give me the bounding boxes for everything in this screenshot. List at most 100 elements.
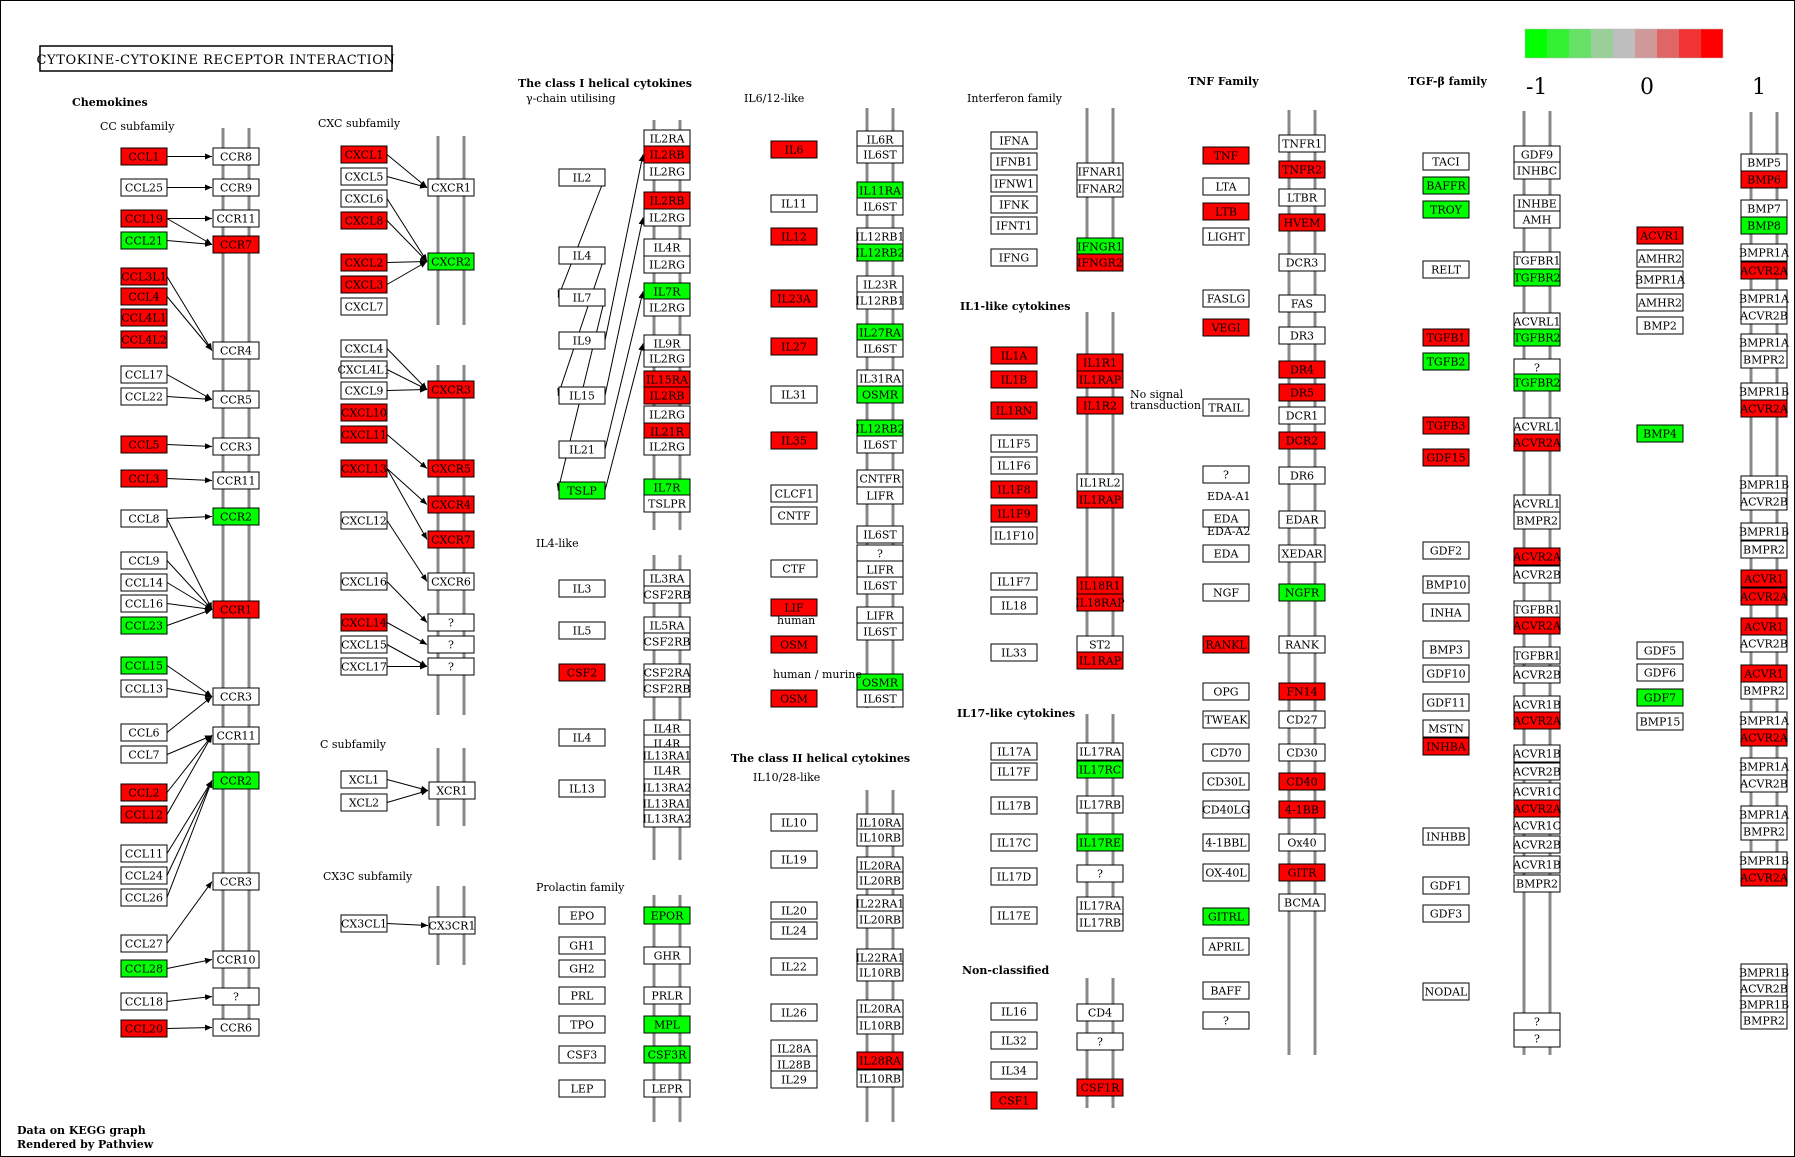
gene-node[interactable]: IL13RA2 [643, 778, 692, 797]
gene-node[interactable]: IL9R [643, 334, 691, 353]
gene-node[interactable]: ? [856, 544, 904, 563]
gene-node[interactable]: ACVR2A [1512, 616, 1562, 635]
gene-node[interactable]: BMP7 [1740, 199, 1788, 218]
gene-node[interactable]: INHBC [1513, 161, 1561, 180]
gene-node[interactable]: IL22RA1 [856, 894, 905, 913]
gene-node[interactable]: PRLR [643, 986, 691, 1005]
gene-node[interactable]: ACVR2B [1512, 762, 1561, 781]
gene-node[interactable]: IL33 [990, 643, 1038, 662]
gene-node[interactable]: CD40LG [1202, 800, 1250, 819]
gene-node[interactable]: OSMR [856, 673, 904, 692]
gene-node[interactable]: CTF [770, 559, 818, 578]
gene-node[interactable]: ACVR1B [1512, 744, 1561, 763]
gene-node[interactable]: ACVR2B [1739, 979, 1788, 998]
gene-node[interactable]: IL2RG [643, 162, 691, 181]
gene-node[interactable]: ACVR2B [1739, 774, 1788, 793]
gene-node[interactable]: IL6ST [856, 145, 904, 164]
gene-node[interactable]: IL20 [770, 901, 818, 920]
gene-node[interactable]: CXCL3 [340, 275, 388, 294]
gene-node[interactable]: IL17B [990, 796, 1038, 815]
gene-node[interactable]: IL6ST [856, 622, 904, 641]
gene-node[interactable]: TACI [1422, 152, 1470, 171]
gene-node[interactable]: IL2RA [643, 129, 691, 148]
gene-node[interactable]: BCMA [1278, 893, 1326, 912]
gene-node[interactable]: BMPR1A [1739, 289, 1790, 308]
gene-node[interactable]: BMPR2 [1513, 874, 1561, 893]
gene-node[interactable]: IL12RB1 [855, 227, 905, 246]
gene-node[interactable]: ACVR2A [1512, 799, 1562, 818]
gene-node[interactable]: AMHR2 [1636, 293, 1684, 312]
gene-node[interactable]: IL5RA [643, 616, 691, 635]
gene-node[interactable]: TGFBR1 [1513, 251, 1561, 270]
gene-node[interactable]: IL18RAP [1075, 593, 1125, 612]
gene-node[interactable]: BMPR2 [1740, 540, 1788, 559]
gene-node[interactable]: CCR5 [212, 390, 260, 409]
gene-node[interactable]: BMP4 [1636, 424, 1684, 443]
gene-node[interactable]: IL23R [856, 275, 904, 294]
gene-node[interactable]: BMP6 [1740, 170, 1788, 189]
gene-node[interactable]: ? [1513, 358, 1561, 377]
gene-node[interactable]: CCR3 [212, 437, 260, 456]
gene-node[interactable]: ACVR2A [1739, 261, 1789, 280]
gene-node[interactable]: CXCL15 [340, 635, 388, 654]
gene-node[interactable]: BMPR1A [1739, 711, 1790, 730]
gene-node[interactable]: IFNB1 [990, 152, 1038, 171]
gene-node[interactable]: TGFB2 [1422, 352, 1470, 371]
gene-node[interactable]: CCL22 [120, 387, 168, 406]
gene-node[interactable]: IL20RB [856, 910, 904, 929]
gene-node[interactable]: ACVR2B [1739, 306, 1788, 325]
gene-node[interactable]: IL2RG [643, 437, 691, 456]
gene-node[interactable]: LTBR [1278, 188, 1326, 207]
gene-node[interactable]: IL7 [558, 288, 606, 307]
gene-node[interactable]: IL17RB [1076, 795, 1124, 814]
gene-node[interactable]: TGFBR2 [1513, 328, 1561, 347]
gene-node[interactable]: CXCL14 [340, 613, 388, 632]
gene-node[interactable]: ACVR2B [1512, 835, 1561, 854]
gene-node[interactable]: CXCL4 [340, 339, 388, 358]
gene-node[interactable]: CCL12 [120, 805, 168, 824]
gene-node[interactable]: CCL17 [120, 365, 168, 384]
gene-node[interactable]: BAFF [1202, 981, 1250, 1000]
gene-node[interactable]: CXCR5 [427, 459, 475, 478]
gene-node[interactable]: BMPR1B [1739, 995, 1789, 1014]
gene-node[interactable]: CCL4L1 [120, 308, 168, 327]
gene-node[interactable]: BMPR1B [1739, 475, 1789, 494]
gene-node[interactable]: BMP8 [1740, 216, 1788, 235]
gene-node[interactable]: CCR6 [212, 1018, 260, 1037]
gene-node[interactable]: IL11RA [856, 181, 904, 200]
gene-node[interactable]: IL22 [770, 957, 818, 976]
gene-node[interactable]: TGFB3 [1422, 416, 1470, 435]
gene-node[interactable]: MPL [643, 1015, 691, 1034]
gene-node[interactable]: IL10RB [856, 1069, 904, 1088]
gene-node[interactable]: TGFBR2 [1513, 373, 1561, 392]
gene-node[interactable]: BAFFR [1422, 176, 1470, 195]
gene-node[interactable]: RELT [1422, 260, 1470, 279]
gene-node[interactable]: ACVR1 [1740, 664, 1788, 683]
gene-node[interactable]: TGFBR2 [1513, 268, 1561, 287]
gene-node[interactable]: CCR1 [212, 600, 260, 619]
gene-node[interactable]: ? [427, 635, 475, 654]
gene-node[interactable]: CCL8 [120, 509, 168, 528]
gene-node[interactable]: IL28RA [856, 1051, 904, 1070]
gene-node[interactable]: IL10RA [856, 813, 904, 832]
gene-node[interactable]: CCL15 [120, 656, 168, 675]
gene-node[interactable]: LTA [1202, 177, 1250, 196]
gene-node[interactable]: DR6 [1278, 466, 1326, 485]
gene-node[interactable]: IL35 [770, 431, 818, 450]
gene-node[interactable]: IL2 [558, 168, 606, 187]
gene-node[interactable]: TNFR2 [1278, 160, 1326, 179]
gene-node[interactable]: ACVR2A [1512, 433, 1562, 452]
gene-node[interactable]: BMPR1A [1739, 243, 1790, 262]
gene-node[interactable]: FN14 [1278, 682, 1326, 701]
gene-node[interactable]: CCL13 [120, 679, 168, 698]
gene-node[interactable]: IL10RB [856, 963, 904, 982]
gene-node[interactable]: TRAIL [1202, 398, 1250, 417]
gene-node[interactable]: ? [427, 657, 475, 676]
gene-node[interactable]: RANKL [1202, 635, 1250, 654]
gene-node[interactable]: CCR4 [212, 341, 260, 360]
gene-node[interactable]: IL4 [558, 246, 606, 265]
gene-node[interactable]: ACVR1B [1512, 695, 1561, 714]
gene-node[interactable]: CCL20 [120, 1019, 168, 1038]
gene-node[interactable]: IL18 [990, 596, 1038, 615]
gene-node[interactable]: IL4R [643, 238, 691, 257]
